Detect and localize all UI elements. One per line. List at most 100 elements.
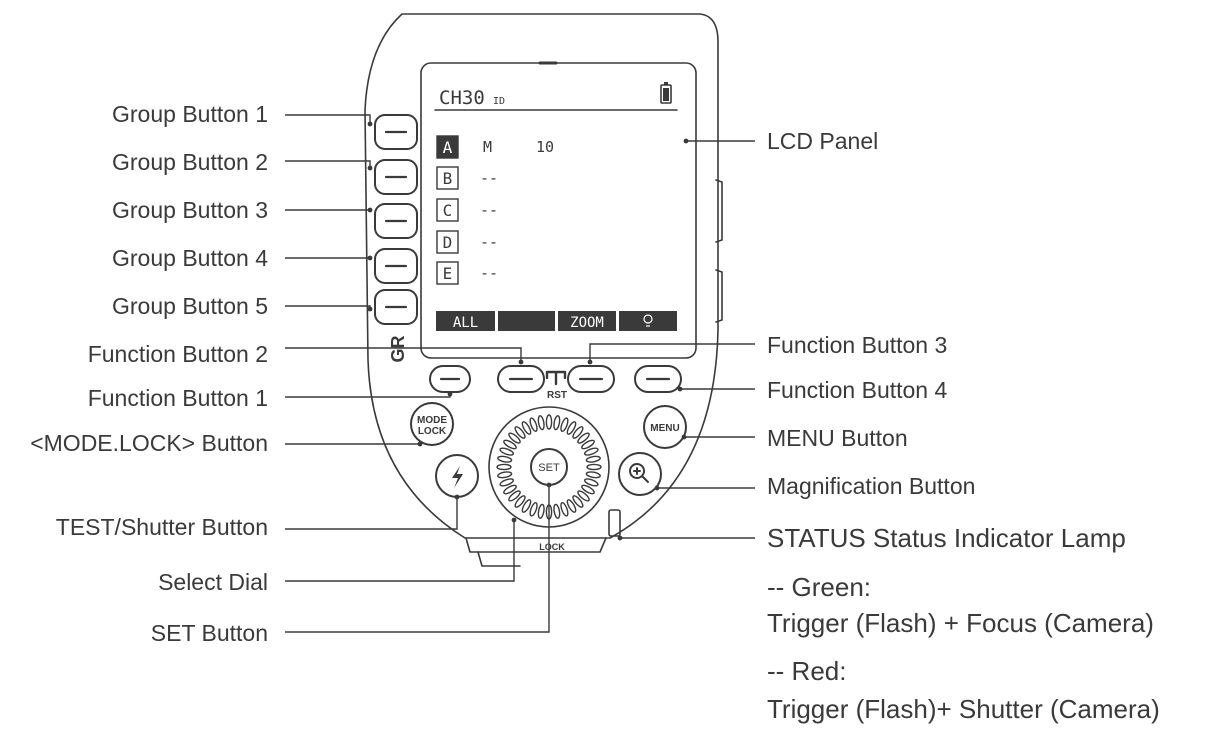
dial-notch xyxy=(581,439,595,450)
lcd-group-value: 10 xyxy=(536,138,554,156)
group-button-5-shape[interactable] xyxy=(374,289,418,325)
lcd-group-letter: A xyxy=(443,138,453,157)
group-button-1-shape[interactable] xyxy=(374,114,418,150)
dial-notch xyxy=(514,426,526,439)
dial-notch xyxy=(553,503,561,519)
status-green-desc: Trigger (Flash) + Focus (Camera) xyxy=(767,608,1154,638)
lcd-group-box-e xyxy=(436,261,459,285)
dial-notch xyxy=(496,463,512,471)
label-select-dial: Select Dial xyxy=(158,569,268,595)
lcd-group-box-a xyxy=(436,135,459,159)
status-red-heading: -- Red: xyxy=(767,656,847,686)
label-set-button: SET Button xyxy=(150,620,268,646)
menu-button-shape[interactable] xyxy=(643,405,687,449)
dial-notch xyxy=(553,415,561,431)
dial-notch xyxy=(529,417,538,433)
function-button-4-shape[interactable] xyxy=(634,365,682,393)
lcd-group-mode: -- xyxy=(480,264,498,282)
dial-notch xyxy=(560,501,569,517)
lcd-group-letter: B xyxy=(443,169,453,188)
group-button-4-shape[interactable] xyxy=(374,248,418,284)
leader-lines xyxy=(285,114,755,633)
device-side-switch-2 xyxy=(715,269,723,323)
lcd-softkey-bar: ALL ZOOM xyxy=(436,311,677,331)
magnification-button-shape[interactable] xyxy=(618,452,662,496)
label-function-button-3: Function Button 3 xyxy=(767,332,948,358)
dial-notch xyxy=(545,414,553,430)
lcd-group-mode: -- xyxy=(480,169,498,187)
leader-group-2 xyxy=(285,160,371,168)
lcd-group-box-c xyxy=(436,198,459,222)
lock-ring-text: LOCK xyxy=(539,542,565,552)
leader-function-1 xyxy=(285,394,451,398)
label-group-button-1: Group Button 1 xyxy=(112,101,268,127)
dial-notch xyxy=(586,463,602,471)
label-group-button-5: Group Button 5 xyxy=(112,293,268,319)
leader-set-button xyxy=(285,485,550,633)
function-button-3-shape[interactable] xyxy=(567,365,615,393)
mode-lock-button-shape[interactable] xyxy=(410,402,454,446)
dial-notch xyxy=(508,490,521,502)
dial-notch xyxy=(521,421,532,435)
dial-notch xyxy=(508,432,521,444)
lcd-group-mode: -- xyxy=(480,201,498,219)
leader-function-3 xyxy=(589,343,755,362)
dial-notch xyxy=(537,503,545,519)
dial-notch xyxy=(537,415,545,431)
rst-label: RST xyxy=(547,390,567,401)
lcd-softkey-label: ALL xyxy=(453,315,478,331)
lock-ring xyxy=(465,537,607,553)
set-label: SET xyxy=(538,462,560,474)
lcd-group-mode: -- xyxy=(480,233,498,251)
lcd-group-letter: D xyxy=(443,233,453,252)
dial-notch xyxy=(503,439,517,450)
lightning-icon xyxy=(452,466,463,488)
group-button-2-shape[interactable] xyxy=(374,159,418,195)
dial-notch xyxy=(581,484,595,495)
label-test-shutter-button: TEST/Shutter Button xyxy=(55,514,268,540)
label-group-button-4: Group Button 4 xyxy=(112,245,268,271)
dial-notch xyxy=(497,455,513,463)
dial-notch xyxy=(521,499,532,513)
dial-notch xyxy=(577,432,590,444)
dial-notch xyxy=(514,495,526,508)
label-function-button-2: Function Button 2 xyxy=(87,341,268,367)
lcd-softkey-label: ZOOM xyxy=(570,315,604,331)
lcd-group-mode: M xyxy=(483,138,492,156)
lcd-channel: CH30 xyxy=(439,87,485,109)
device-body xyxy=(364,13,719,539)
menu-label: MENU xyxy=(650,423,679,434)
mode-label-top: MODE xyxy=(417,415,447,426)
device-side-switch xyxy=(715,179,723,243)
leader-test-shutter xyxy=(285,497,458,530)
status-green-heading: -- Green: xyxy=(767,572,872,602)
dial-notch xyxy=(583,447,599,456)
status-red-desc: Trigger (Flash)+ Shutter (Camera) xyxy=(767,694,1160,724)
battery-icon xyxy=(660,82,672,104)
dial-notch xyxy=(577,490,590,502)
label-group-button-3: Group Button 3 xyxy=(112,197,268,223)
label-function-button-1: Function Button 1 xyxy=(87,385,268,411)
dial-notch xyxy=(585,455,601,463)
dial-notch xyxy=(499,478,515,487)
label-lcd-panel: LCD Panel xyxy=(767,128,879,154)
dial-notch xyxy=(566,421,577,435)
lcd-group-letter: E xyxy=(443,264,453,283)
dial-notch xyxy=(499,447,515,456)
label-group-button-2: Group Button 2 xyxy=(112,149,268,175)
lcd-frame xyxy=(420,62,697,359)
group-button-3-shape[interactable] xyxy=(374,203,418,239)
select-dial-knurling xyxy=(496,414,602,520)
lcd-group-box-d xyxy=(436,230,459,254)
magnifier-plus-icon xyxy=(629,463,649,483)
lcd-group-letter: C xyxy=(443,201,453,220)
dial-notch xyxy=(585,471,601,479)
leader-dots xyxy=(367,121,689,541)
dial-notch xyxy=(583,478,599,487)
dial-notch xyxy=(529,501,538,517)
leader-select-dial xyxy=(285,520,515,582)
leader-group-5 xyxy=(285,305,371,309)
lcd-softkey-3 xyxy=(558,311,616,331)
function-button-2-shape[interactable] xyxy=(497,365,545,393)
